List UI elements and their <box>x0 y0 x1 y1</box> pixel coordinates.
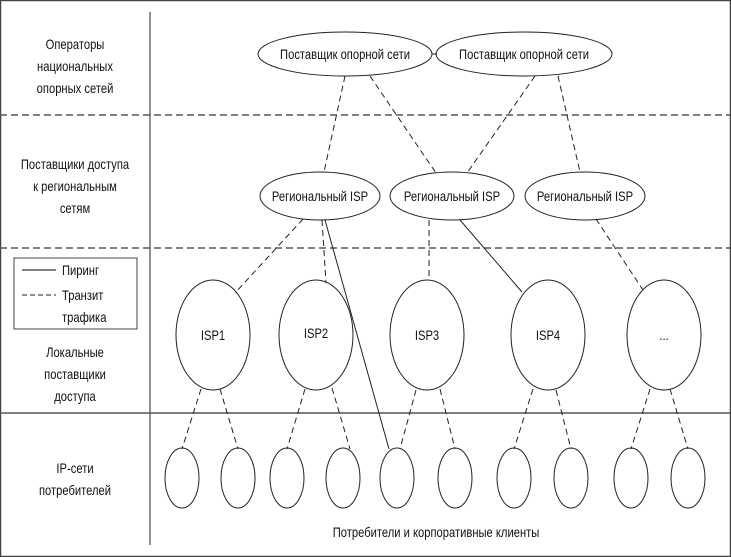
local-isp-more <box>626 279 702 391</box>
tier-label-line: поставщики <box>44 366 106 382</box>
local-isp-3-label: ISP3 <box>414 327 440 343</box>
tier-label-line: опорных сетей <box>36 80 114 96</box>
backbone-node-2-label: Поставщик опорной сети <box>459 46 589 62</box>
tier-label-line: Операторы <box>45 36 105 52</box>
backbone-node-1-label: Поставщик опорной сети <box>280 46 410 62</box>
local-isp-3 <box>389 279 465 391</box>
legend-transit-label: Транзит <box>62 287 104 303</box>
local-isp-more-label: ... <box>659 327 669 343</box>
tier-label-line: сетям <box>59 200 91 216</box>
regional-node-3 <box>524 171 646 221</box>
tier-label-local: Локальные поставщики доступа <box>44 341 106 407</box>
legend-peering-label: Пиринг <box>62 262 100 278</box>
tier-label-line: к региональным <box>33 178 117 194</box>
regional-node-1-label: Региональный ISP <box>271 188 369 204</box>
tier-label-regional: Поставщики доступа к региональным сетям <box>21 153 129 219</box>
regional-node-3-label: Региональный ISP <box>536 188 634 204</box>
tier-label-line: Локальные <box>46 344 104 360</box>
regional-node-2-label: Региональный ISP <box>403 188 501 204</box>
transit-links <box>234 75 644 294</box>
tier-label-line: IP-сети <box>56 460 94 476</box>
regional-node-2 <box>389 171 515 221</box>
local-isp-1 <box>175 279 251 391</box>
customers-caption: Потребители и корпоративные клиенты <box>332 524 540 540</box>
local-isp-1-label: ISP1 <box>200 327 226 343</box>
local-isp-2 <box>278 279 354 391</box>
tier-label-line: Поставщики доступа <box>20 156 130 172</box>
regional-node-1 <box>259 171 381 221</box>
local-isp-4 <box>510 279 586 391</box>
tier-label-line: доступа <box>54 388 96 404</box>
peering-links-solid <box>324 219 523 450</box>
tier-label-customers: IP-сети потребителей <box>39 457 111 501</box>
tier-label-line: национальных <box>37 58 113 74</box>
local-isp-4-label: ISP4 <box>535 327 561 343</box>
legend-transit-label-2: трафика <box>62 309 107 325</box>
legend-box <box>13 257 138 330</box>
local-isp-2-label: ISP2 <box>303 325 329 341</box>
tier-label-line: потребителей <box>38 482 112 498</box>
tier-label-backbone: Операторы национальных опорных сетей <box>37 33 114 99</box>
customer-networks <box>164 447 706 509</box>
customer-transit-links <box>181 387 689 450</box>
